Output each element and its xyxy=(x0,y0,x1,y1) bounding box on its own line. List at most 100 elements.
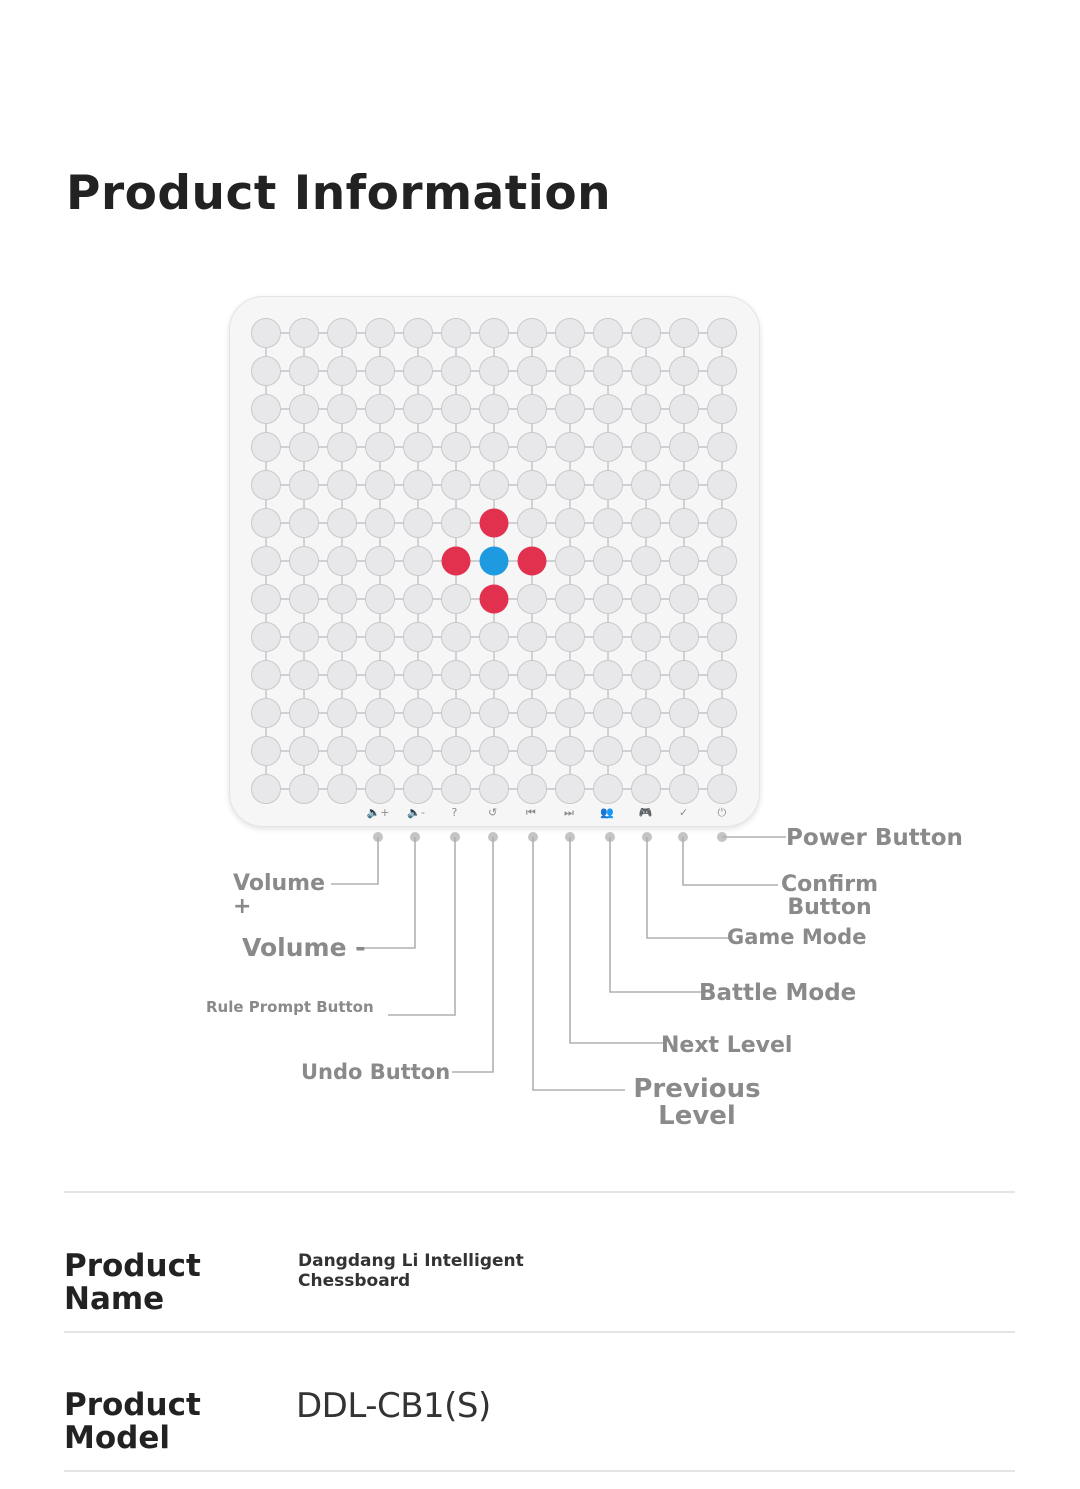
board-cell[interactable] xyxy=(517,698,547,728)
board-cell[interactable] xyxy=(403,736,433,766)
board-cell[interactable] xyxy=(669,318,699,348)
board-cell[interactable] xyxy=(327,394,357,424)
board-cell[interactable] xyxy=(669,584,699,614)
board-cell[interactable] xyxy=(555,356,585,386)
board-cell[interactable] xyxy=(365,736,395,766)
board-cell[interactable] xyxy=(593,584,623,614)
board-cell[interactable] xyxy=(517,660,547,690)
board-cell[interactable] xyxy=(327,546,357,576)
board-cell[interactable] xyxy=(327,432,357,462)
board-cell[interactable] xyxy=(403,432,433,462)
board-cell[interactable] xyxy=(707,698,737,728)
board-cell[interactable] xyxy=(593,698,623,728)
users-icon[interactable]: 👥 xyxy=(600,806,614,819)
board-cell[interactable] xyxy=(631,546,661,576)
board-cell[interactable] xyxy=(669,660,699,690)
board-cell[interactable] xyxy=(555,432,585,462)
board-cell[interactable] xyxy=(327,356,357,386)
board-cell[interactable] xyxy=(555,470,585,500)
undo-icon[interactable]: ↺ xyxy=(488,806,497,819)
board-cell[interactable] xyxy=(707,508,737,538)
board-cell[interactable] xyxy=(289,736,319,766)
board-cell[interactable] xyxy=(441,584,471,614)
board-cell[interactable] xyxy=(441,736,471,766)
board-cell[interactable] xyxy=(251,318,281,348)
volume-down-icon[interactable]: 🔈- xyxy=(407,806,425,819)
board-cell[interactable] xyxy=(593,736,623,766)
board-cell[interactable] xyxy=(403,698,433,728)
board-cell[interactable] xyxy=(365,622,395,652)
board-cell[interactable] xyxy=(707,660,737,690)
board-cell[interactable] xyxy=(365,774,395,804)
board-cell[interactable] xyxy=(517,356,547,386)
board-cell[interactable] xyxy=(289,432,319,462)
red-piece[interactable] xyxy=(441,546,471,576)
board-cell[interactable] xyxy=(593,432,623,462)
board-cell[interactable] xyxy=(479,432,509,462)
board-cell[interactable] xyxy=(327,508,357,538)
board-cell[interactable] xyxy=(365,698,395,728)
board-cell[interactable] xyxy=(593,546,623,576)
board-cell[interactable] xyxy=(631,356,661,386)
board-cell[interactable] xyxy=(593,774,623,804)
board-cell[interactable] xyxy=(631,470,661,500)
board-cell[interactable] xyxy=(707,356,737,386)
board-cell[interactable] xyxy=(403,622,433,652)
board-cell[interactable] xyxy=(593,508,623,538)
board-cell[interactable] xyxy=(555,546,585,576)
board-cell[interactable] xyxy=(289,546,319,576)
board-cell[interactable] xyxy=(631,394,661,424)
board-cell[interactable] xyxy=(289,470,319,500)
board-cell[interactable] xyxy=(517,432,547,462)
board-cell[interactable] xyxy=(441,394,471,424)
board-cell[interactable] xyxy=(365,546,395,576)
board-cell[interactable] xyxy=(365,318,395,348)
board-cell[interactable] xyxy=(365,432,395,462)
board-cell[interactable] xyxy=(555,318,585,348)
board-cell[interactable] xyxy=(555,622,585,652)
board-cell[interactable] xyxy=(403,394,433,424)
board-cell[interactable] xyxy=(631,698,661,728)
board-cell[interactable] xyxy=(555,508,585,538)
board-cell[interactable] xyxy=(669,432,699,462)
board-cell[interactable] xyxy=(479,774,509,804)
board-cell[interactable] xyxy=(327,470,357,500)
board-cell[interactable] xyxy=(441,508,471,538)
board-cell[interactable] xyxy=(669,774,699,804)
board-cell[interactable] xyxy=(631,622,661,652)
board-cell[interactable] xyxy=(669,394,699,424)
board-cell[interactable] xyxy=(441,698,471,728)
board-cell[interactable] xyxy=(707,546,737,576)
board-cell[interactable] xyxy=(441,318,471,348)
board-cell[interactable] xyxy=(631,432,661,462)
board-cell[interactable] xyxy=(479,698,509,728)
board-cell[interactable] xyxy=(669,698,699,728)
board-cell[interactable] xyxy=(517,584,547,614)
board-cell[interactable] xyxy=(403,774,433,804)
board-cell[interactable] xyxy=(479,394,509,424)
board-cell[interactable] xyxy=(593,470,623,500)
board-cell[interactable] xyxy=(669,508,699,538)
board-cell[interactable] xyxy=(707,318,737,348)
board-cell[interactable] xyxy=(517,318,547,348)
board-cell[interactable] xyxy=(289,622,319,652)
board-cell[interactable] xyxy=(555,736,585,766)
board-cell[interactable] xyxy=(289,774,319,804)
board-cell[interactable] xyxy=(365,508,395,538)
board-cell[interactable] xyxy=(403,356,433,386)
power-icon[interactable]: ⏻ xyxy=(717,806,726,819)
board-cell[interactable] xyxy=(669,546,699,576)
board-cell[interactable] xyxy=(669,622,699,652)
board-cell[interactable] xyxy=(327,622,357,652)
board-cell[interactable] xyxy=(441,356,471,386)
board-cell[interactable] xyxy=(517,774,547,804)
board-cell[interactable] xyxy=(251,356,281,386)
board-cell[interactable] xyxy=(251,394,281,424)
board-cell[interactable] xyxy=(631,508,661,538)
board-cell[interactable] xyxy=(403,318,433,348)
board-cell[interactable] xyxy=(327,774,357,804)
board-cell[interactable] xyxy=(707,470,737,500)
board-cell[interactable] xyxy=(251,660,281,690)
skip-back-icon[interactable]: ⏮ xyxy=(526,806,536,819)
board-cell[interactable] xyxy=(403,546,433,576)
